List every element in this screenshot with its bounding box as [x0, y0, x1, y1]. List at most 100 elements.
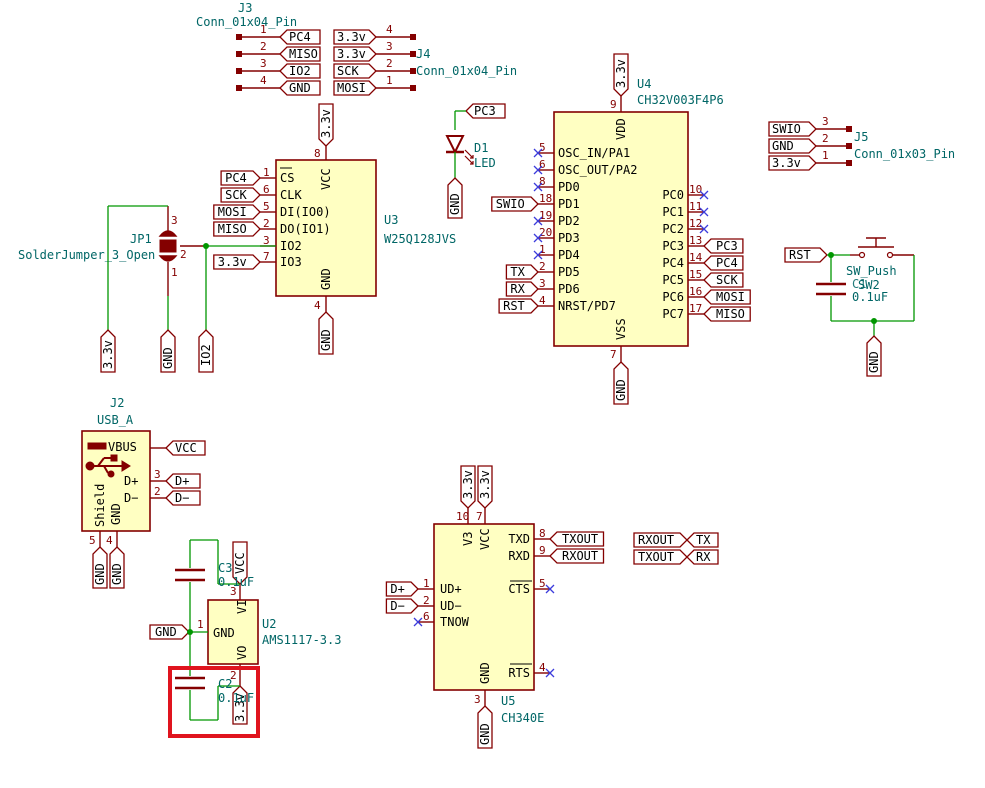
- connector-J4: 3.3v 3.3v SCK MOSI 4 3 2 1 J4 Conn_01x04…: [333, 23, 517, 96]
- U5-pin-num: 3: [474, 693, 481, 706]
- U4-pin-num: 20: [539, 226, 552, 239]
- J4-net-labels: 3.3v 3.3v SCK MOSI: [333, 29, 377, 96]
- J3-pin-num: 4: [260, 74, 267, 87]
- J4-pin-num: 1: [386, 74, 393, 87]
- U4-pin-num: 5: [539, 141, 546, 154]
- U3-pin-name: CLK: [280, 188, 302, 202]
- net-label: GND: [289, 81, 311, 95]
- J2-pin-name: D−: [124, 491, 138, 505]
- net-label: MISO: [289, 47, 318, 61]
- U4-pin-num: 10: [689, 183, 702, 196]
- JP1-pin-num: 3: [171, 214, 178, 227]
- U5-pin-num: 6: [423, 610, 430, 623]
- U5-pin-num: 9: [539, 544, 546, 557]
- net-label: IO2: [199, 344, 213, 366]
- usb-J2: J2 USB_A VBUS D+ D− Shield GND 3 2 VCC D…: [81, 396, 206, 589]
- U4-ref: U4: [637, 77, 651, 91]
- no-connect-marker: [533, 182, 543, 192]
- net-label-flag: [213, 221, 261, 237]
- U4-pin-name: PD4: [558, 248, 580, 262]
- U5-pin-num: 2: [423, 594, 430, 607]
- U4-pin-num: 16: [689, 285, 702, 298]
- U3-pin-num: 2: [263, 217, 270, 230]
- no-connect-marker: [699, 207, 709, 217]
- U3-pin-name: IO2: [280, 239, 302, 253]
- J4-ref: J4: [416, 47, 430, 61]
- U5-pin-name: RXD: [508, 549, 530, 563]
- U4-pin-name: PC6: [662, 290, 684, 304]
- U4-pin-name: PC7: [662, 307, 684, 321]
- net-label: GND: [867, 351, 881, 373]
- net-label: 3.3v: [337, 47, 366, 61]
- net-label-flag: [213, 204, 261, 220]
- net-label: GND: [614, 379, 628, 401]
- net-label: 3.3v: [218, 255, 247, 269]
- U5-pin-name: RTS: [508, 666, 530, 680]
- net-label: GND: [478, 723, 492, 745]
- U2-gnd-name: GND: [213, 626, 235, 640]
- net-label-flag: [549, 531, 605, 547]
- net-label: SCK: [716, 273, 738, 287]
- U4-value: CH32V003F4P6: [637, 93, 724, 107]
- net-label: 3.3v: [337, 30, 366, 44]
- net-aliases: RXOUT TX TXOUT RX: [633, 532, 719, 565]
- net-label: GND: [772, 139, 794, 153]
- net-label: GND: [319, 329, 333, 351]
- U4-pin-num: 12: [689, 217, 702, 230]
- J5-pin-num: 2: [822, 132, 829, 145]
- net-label-flag: [498, 298, 539, 314]
- net-label: PC4: [225, 171, 247, 185]
- J5-pin-num: 1: [822, 149, 829, 162]
- U3-pin-name: DI(IO0): [280, 205, 331, 219]
- C1-ref: C1: [852, 277, 866, 291]
- net-label: 3.3v: [319, 109, 333, 138]
- net-label: SWIO: [772, 122, 801, 136]
- led-D1: PC3 GND D1 LED: [445, 103, 506, 219]
- net-label: PC4: [716, 256, 738, 270]
- U5-pin-name: TXD: [508, 532, 530, 546]
- jumper-JP1: JP1 SolderJumper_3_Open 3 2 1 3.3v GND I…: [18, 205, 276, 373]
- no-connect-marker: [533, 216, 543, 226]
- J2-shield-label: Shield: [93, 484, 107, 527]
- U4-pin-name: NRST/PD7: [558, 299, 616, 313]
- J2-pin-name: VBUS: [108, 440, 137, 454]
- C2-value: 0.1uF: [218, 691, 254, 705]
- U4-pin-name: PC0: [662, 188, 684, 202]
- no-connect-marker: [533, 233, 543, 243]
- usb-logo-icon: [85, 454, 131, 478]
- U4-pin-name: PC1: [662, 205, 684, 219]
- J2-pin-num: 2: [154, 485, 161, 498]
- net-label: PC4: [289, 30, 311, 44]
- net-label: MISO: [716, 307, 745, 321]
- J3-pin-num: 1: [260, 23, 267, 36]
- no-connect-marker: [413, 617, 423, 627]
- J3-pin-num: 3: [260, 57, 267, 70]
- net-label: SWIO: [496, 197, 525, 211]
- J2-pin-name: D+: [124, 474, 138, 488]
- usb-plug-icon: [87, 442, 107, 450]
- U4-pin-name: PD0: [558, 180, 580, 194]
- no-connect-marker: [545, 584, 555, 594]
- U4-pin-num: 14: [689, 251, 703, 264]
- U4-pin-num: 15: [689, 268, 702, 281]
- JP1-pin-num: 2: [180, 248, 187, 261]
- net-label: 3.3v: [101, 340, 115, 369]
- connector-J3: J3 Conn_01x04_Pin 1 2 3 4 PC4 MISO IO2 G…: [196, 1, 321, 96]
- J5-ref: J5: [854, 130, 868, 144]
- U5-vcc-name: VCC: [478, 528, 492, 550]
- U3-ref: U3: [384, 213, 398, 227]
- U4-pin-name: OSC_OUT/PA2: [558, 163, 637, 177]
- net-label: GND: [448, 193, 462, 215]
- net-label: GND: [161, 347, 175, 369]
- U5-gnd-name: GND: [478, 662, 492, 684]
- net-label: IO2: [289, 64, 311, 78]
- U3-pin-num: 5: [263, 200, 270, 213]
- U3-pin-num: 4: [314, 299, 321, 312]
- net-label: MOSI: [337, 81, 366, 95]
- net-label: MOSI: [218, 205, 247, 219]
- U4-pin-num: 19: [539, 209, 552, 222]
